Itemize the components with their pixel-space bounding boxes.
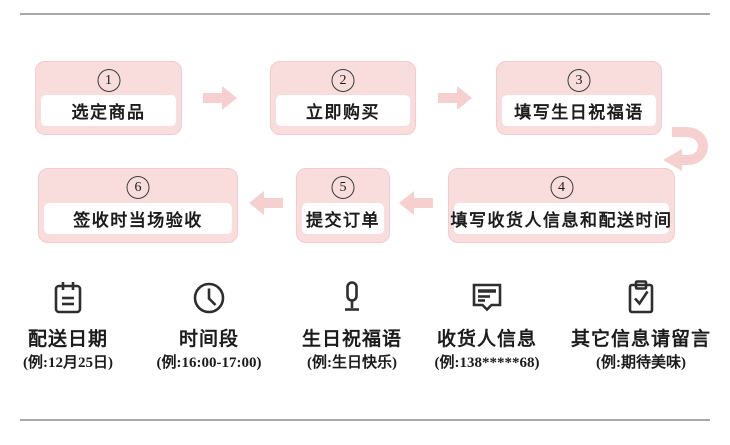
step-label: 选定商品	[41, 95, 176, 126]
step-number: 5	[339, 179, 347, 195]
legend-item-birthday-wish: 生日祝福语 (例:生日快乐)	[282, 272, 422, 373]
bottom-divider	[20, 419, 710, 421]
legend-example: (例:12月25日)	[23, 355, 113, 371]
message-icon	[467, 272, 507, 318]
step-number-badge: 1	[97, 69, 120, 92]
legend-example: (例:期待美味)	[596, 355, 686, 371]
step-label: 立即购买	[276, 95, 410, 126]
step-number: 4	[558, 179, 565, 195]
step-number-badge: 4	[550, 176, 573, 199]
legend-title: 配送日期	[27, 329, 108, 350]
legend-title: 生日祝福语	[301, 329, 402, 350]
flow-arrow-left-icon	[399, 191, 433, 215]
step-number-badge: 3	[567, 69, 591, 92]
legend-example: (例:生日快乐)	[307, 355, 397, 371]
flow-arrow-left-icon	[249, 191, 283, 215]
step-label: 提交订单	[302, 203, 384, 234]
legend-item-time-slot: 时间段 (例:16:00-17:00)	[136, 272, 282, 373]
step-box-2: 2 立即购买	[270, 61, 416, 135]
step-number: 6	[134, 179, 142, 195]
clock-icon	[189, 272, 229, 318]
step-number-badge: 6	[126, 176, 150, 199]
step-label: 签收时当场验收	[44, 203, 232, 234]
step-box-1: 1 选定商品	[35, 61, 182, 135]
legend-row: 配送日期 (例:12月25日) 时间段 (例:16:00-17:00)	[0, 272, 730, 373]
step-label: 填写收货人信息和配送时间	[451, 203, 671, 234]
flow-arrow-right-icon	[203, 86, 237, 110]
step-box-6: 6 签收时当场验收	[38, 168, 238, 243]
legend-item-recipient-info: 收货人信息 (例:138*****68)	[422, 272, 552, 373]
legend-item-other-message: 其它信息请留言 (例:期待美味)	[552, 272, 730, 373]
top-divider	[20, 13, 710, 15]
legend-title: 收货人信息	[436, 329, 537, 350]
flow-arrow-right-icon	[438, 86, 472, 110]
legend-title: 时间段	[178, 329, 239, 350]
microphone-icon	[332, 272, 372, 318]
flow-arrow-uturn-icon	[663, 127, 709, 171]
step-box-5: 5 提交订单	[296, 168, 390, 243]
step-number: 3	[575, 72, 583, 88]
step-box-3: 3 填写生日祝福语	[496, 61, 662, 135]
step-number: 2	[339, 72, 347, 88]
step-number-badge: 5	[331, 176, 355, 199]
clipboard-check-icon	[621, 272, 661, 318]
legend-example: (例:16:00-17:00)	[156, 355, 262, 371]
calendar-icon	[48, 272, 88, 318]
step-number-badge: 2	[331, 69, 355, 92]
legend-item-delivery-date: 配送日期 (例:12月25日)	[0, 272, 136, 373]
step-label: 填写生日祝福语	[502, 95, 656, 126]
legend-title: 其它信息请留言	[570, 329, 711, 350]
step-box-4: 4 填写收货人信息和配送时间	[448, 168, 675, 243]
step-number: 1	[105, 72, 112, 88]
legend-example: (例:138*****68)	[434, 355, 540, 371]
